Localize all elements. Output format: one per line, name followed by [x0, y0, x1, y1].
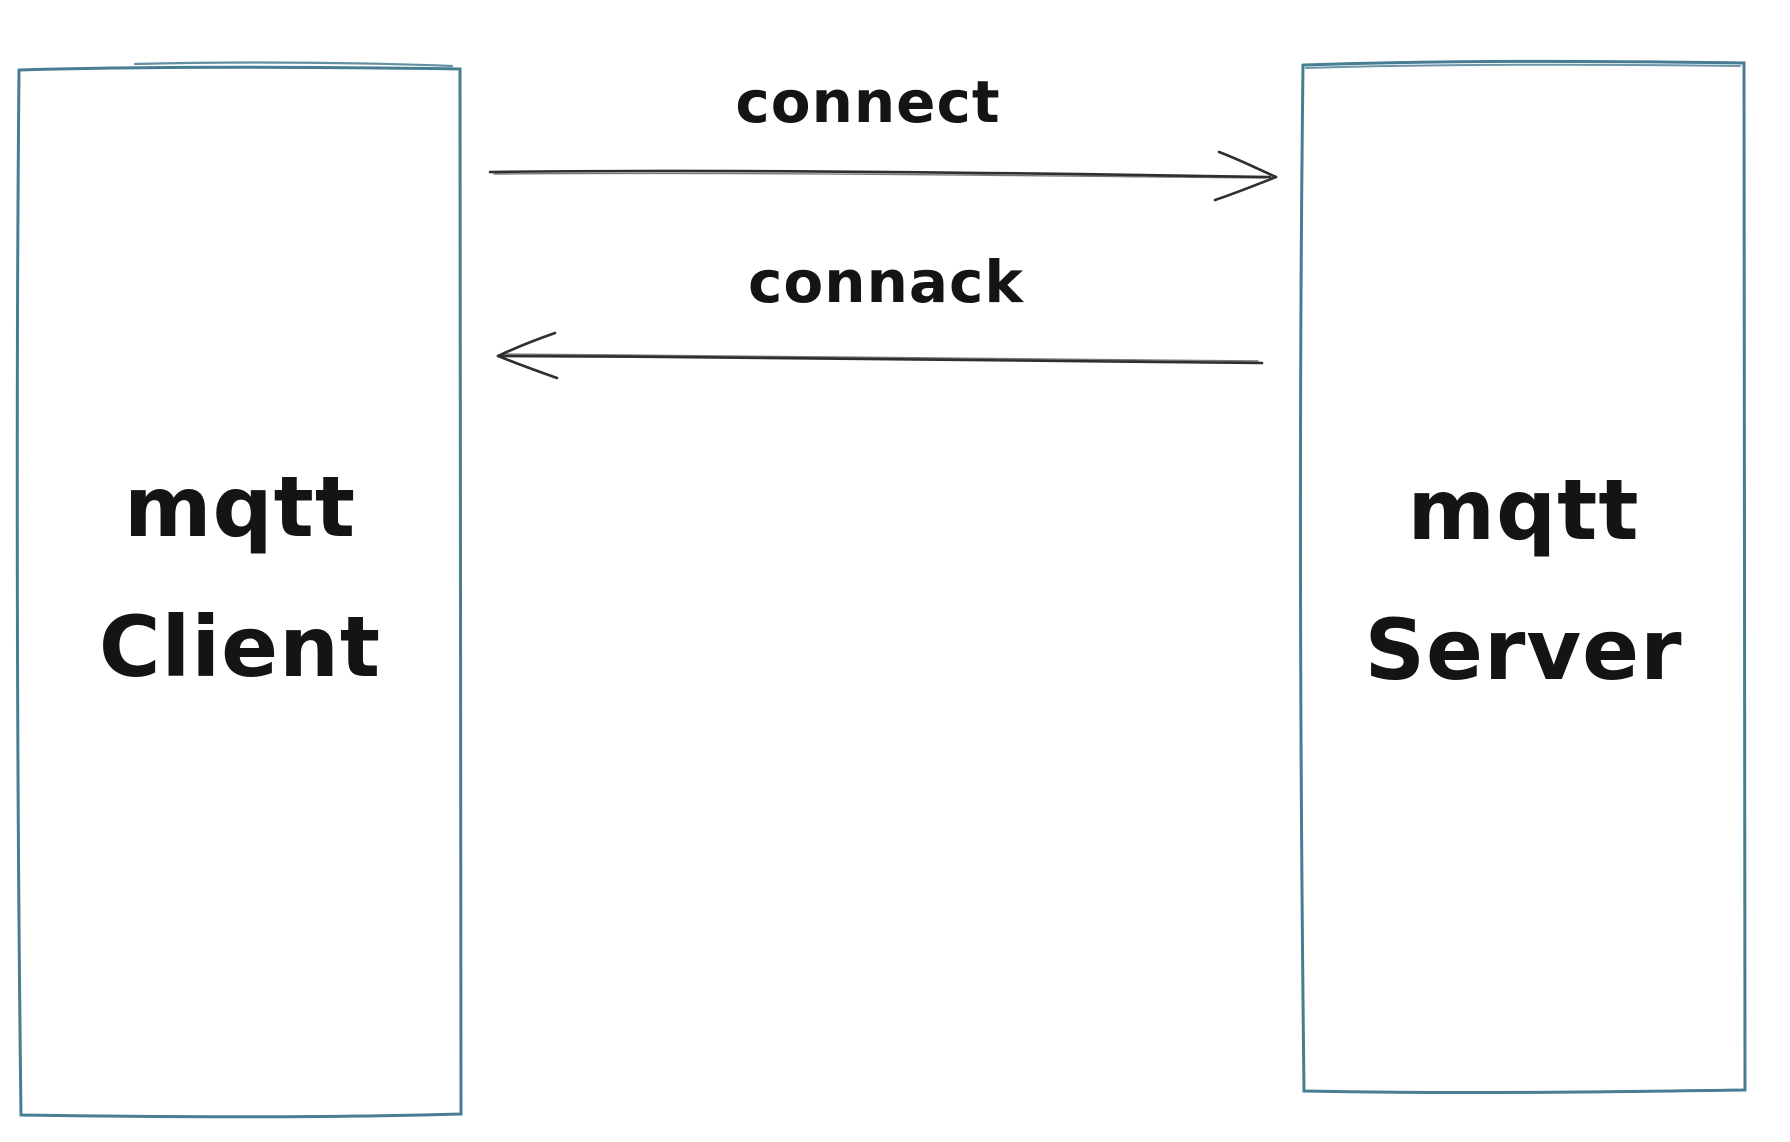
mqtt-client-label: mqtt Client: [17, 437, 463, 717]
connack-arrow: [496, 331, 1264, 380]
mqtt-server-label-line1: mqtt: [1407, 461, 1640, 559]
mqtt-client-label-line1: mqtt: [124, 458, 356, 556]
connect-arrow-label: connect: [735, 68, 1001, 136]
mqtt-client-box: [15, 61, 463, 1119]
mqtt-server-label-line2: Server: [1364, 601, 1683, 699]
mqtt-client-label-line2: Client: [98, 598, 382, 696]
connect-arrow: [488, 150, 1278, 202]
mqtt-server-label: mqtt Server: [1300, 440, 1747, 720]
mqtt-server-box: [1298, 59, 1748, 1095]
connack-arrow-label: connack: [748, 248, 1024, 316]
